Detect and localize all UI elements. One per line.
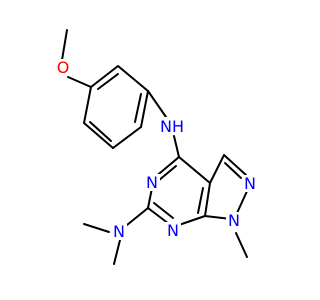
atom-labels: O NH N N N N N (56, 58, 258, 241)
atom-label-n1-pyrazole: N (228, 211, 240, 230)
bond-c3-n2-double-outer (223, 154, 247, 176)
bond-benzene-3 (140, 90, 149, 128)
bond-c3a-c4 (178, 156, 211, 184)
atom-label-n2: N (244, 174, 256, 193)
bond-c7a-c3a (204, 182, 211, 217)
bonds (61, 29, 249, 265)
bond-n2-n1p (236, 188, 249, 214)
atom-n1-pyrimidine: N (165, 221, 181, 240)
bond-nme2-methyl-b (113, 239, 121, 265)
bond-c7a-c3a-double (197, 187, 204, 214)
atom-n-dimethylamino: N (111, 222, 127, 241)
molecule-structure: O NH N N N N N (56, 29, 258, 265)
atom-label-nh: NH (160, 117, 184, 136)
bond-benzene-6 (83, 86, 92, 124)
bond-c3a-c3 (209, 154, 225, 184)
atom-label-nh-n: N (160, 117, 172, 136)
bond-methyl-o (61, 29, 68, 61)
bond-benzene-2 (117, 65, 149, 92)
atom-n3-pyrimidine: N (144, 173, 160, 192)
atom-label-nh-h: H (172, 117, 184, 136)
bond-benzene-1 (90, 65, 119, 88)
bond-nh-c4 (173, 135, 180, 158)
atom-oxygen-methoxy: O (56, 58, 70, 77)
bond-benzene-inner-2 (134, 93, 142, 123)
atom-label-n3: N (146, 173, 158, 192)
atom-n2-pyrazole: N (242, 174, 258, 193)
bond-benzene-4 (112, 126, 142, 149)
atom-nh-amine: NH (159, 117, 185, 136)
bond-o-ring (67, 76, 92, 88)
atom-label-nme2: N (113, 222, 125, 241)
bond-benzene-inner-3 (89, 121, 112, 142)
bond-n1p-methyl (235, 232, 248, 258)
bond-c2-n1-double (153, 202, 174, 219)
bond-ring-nh (147, 90, 167, 118)
bond-benzene-5 (83, 122, 114, 149)
atom-n1-pyrazole: N (226, 211, 242, 230)
bond-c4-n3-double (157, 165, 177, 182)
bond-c2-nme2 (126, 207, 149, 226)
bond-benzene-inner-1 (97, 73, 119, 90)
atom-label-oxygen: O (57, 58, 70, 77)
atom-label-n1: N (167, 221, 179, 240)
bond-nme2-methyl-a (83, 223, 110, 233)
bond-c3-n2-double-inner (224, 162, 242, 179)
